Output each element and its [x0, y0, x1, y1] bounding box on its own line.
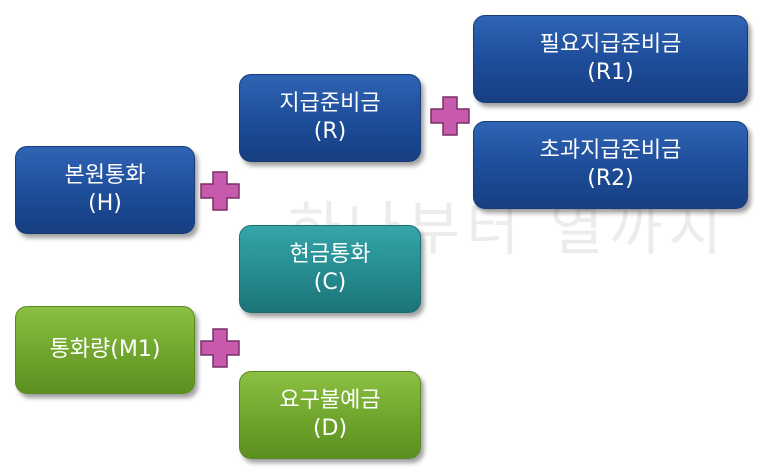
plus-icon	[430, 96, 470, 136]
node-monetary-base: 본원통화 (H)	[15, 146, 195, 234]
node-reserves: 지급준비금 (R)	[239, 74, 421, 162]
node-demand-deposits-symbol: (D)	[312, 416, 348, 441]
node-demand-deposits: 요구불예금 (D)	[239, 371, 421, 459]
node-reserves-symbol: (R)	[313, 119, 347, 144]
plus-icon	[200, 171, 240, 211]
node-currency-label: 현금통화	[289, 242, 371, 267]
plus-icon	[200, 328, 240, 368]
node-demand-deposits-label: 요구불예금	[279, 388, 381, 413]
node-excess-reserves-symbol: (R2)	[587, 166, 634, 191]
node-reserves-label: 지급준비금	[279, 91, 381, 116]
node-excess-reserves-label: 초과지급준비금	[539, 138, 682, 163]
node-required-reserves-label: 필요지급준비금	[539, 32, 682, 57]
node-excess-reserves: 초과지급준비금 (R2)	[473, 121, 748, 209]
node-money-supply-label: 통화량(M1)	[49, 337, 161, 362]
node-required-reserves: 필요지급준비금 (R1)	[473, 15, 748, 103]
node-currency-symbol: (C)	[313, 270, 347, 295]
node-required-reserves-symbol: (R1)	[587, 60, 634, 85]
node-money-supply: 통화량(M1)	[15, 306, 195, 394]
node-currency: 현금통화 (C)	[239, 225, 421, 313]
node-monetary-base-symbol: (H)	[88, 191, 122, 216]
node-monetary-base-label: 본원통화	[64, 163, 146, 188]
